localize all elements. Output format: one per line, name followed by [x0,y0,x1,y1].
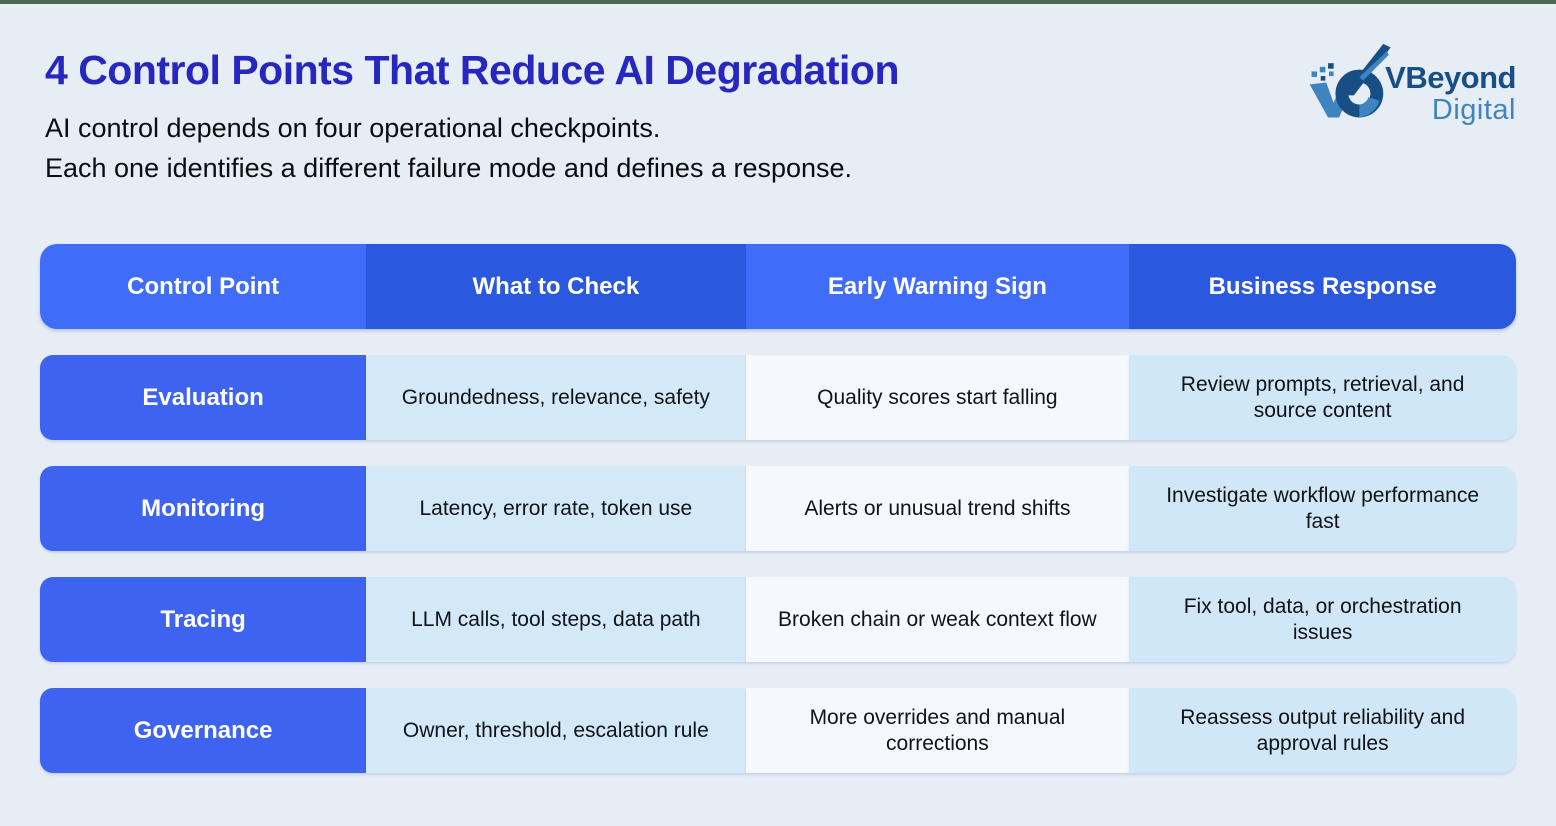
page-subtitle: AI control depends on four operational c… [45,109,1516,189]
vbeyond-digital-logo: VBeyond Digital [1306,34,1516,144]
header-cell-control-point: Control Point [40,244,367,329]
cell-early-warning-sign: Quality scores start falling [745,355,1130,440]
cell-control-point: Tracing [40,577,367,662]
top-accent-strip [0,0,1556,4]
cell-control-point: Governance [40,688,367,773]
logo-suffix: Digital [1431,94,1516,126]
cell-what-to-check: Latency, error rate, token use [366,466,746,551]
header-cell-what-to-check: What to Check [366,244,746,329]
subtitle-line-1: AI control depends on four operational c… [45,113,661,144]
cell-what-to-check: Groundedness, relevance, safety [366,355,746,440]
cell-early-warning-sign: Alerts or unusual trend shifts [745,466,1130,551]
table-row-monitoring: Monitoring Latency, error rate, token us… [40,466,1516,551]
logo-wordmark: VBeyond Digital [1385,62,1516,125]
page-title: 4 Control Points That Reduce AI Degradat… [45,47,900,93]
table-row-governance: Governance Owner, threshold, escalation … [40,688,1516,773]
cell-control-point: Monitoring [40,466,367,551]
control-points-table: Control Point What to Check Early Warnin… [40,244,1516,773]
cell-what-to-check: Owner, threshold, escalation rule [366,688,746,773]
cell-business-response: Fix tool, data, or orchestration issues [1129,577,1516,662]
cell-business-response: Reassess output reliability and approval… [1129,688,1516,773]
cell-early-warning-sign: More overrides and manual corrections [745,688,1130,773]
subtitle-line-2: Each one identifies a different failure … [45,153,853,184]
cell-business-response: Investigate workflow performance fast [1129,466,1516,551]
cell-early-warning-sign: Broken chain or weak context flow [745,577,1130,662]
cell-business-response: Review prompts, retrieval, and source co… [1129,355,1516,440]
header-cell-early-warning-sign: Early Warning Sign [745,244,1130,329]
table-row-tracing: Tracing LLM calls, tool steps, data path… [40,577,1516,662]
cell-control-point: Evaluation [40,355,367,440]
cell-what-to-check: LLM calls, tool steps, data path [366,577,746,662]
vbeyond-logo-icon [1309,43,1391,118]
logo-name: VBeyond [1385,60,1516,95]
table-row-evaluation: Evaluation Groundedness, relevance, safe… [40,355,1516,440]
table-header-row: Control Point What to Check Early Warnin… [40,244,1516,329]
page: 4 Control Points That Reduce AI Degradat… [0,4,1556,773]
header-cell-business-response: Business Response [1129,244,1516,329]
